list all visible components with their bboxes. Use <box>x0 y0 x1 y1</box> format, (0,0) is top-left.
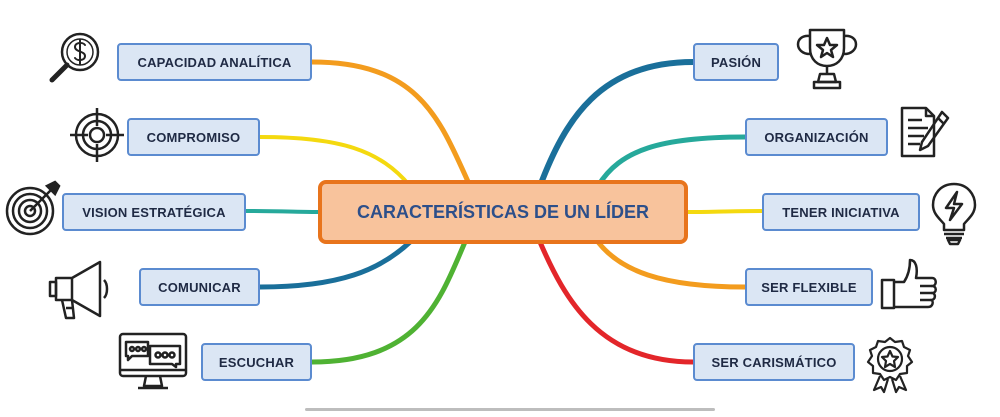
central-node: CARACTERÍSTICAS DE UN LÍDER <box>318 180 688 244</box>
node-label: TENER INICIATIVA <box>782 204 900 220</box>
target-crosshair-icon <box>68 106 126 164</box>
node-label: COMUNICAR <box>158 279 241 295</box>
node-capacidad-analitica: CAPACIDAD ANALÍTICA <box>117 43 312 81</box>
node-pasion: PASIÓN <box>693 43 779 81</box>
megaphone-icon <box>48 258 110 324</box>
magnifier-dollar-icon <box>42 28 106 92</box>
document-pen-icon <box>898 106 950 160</box>
branch-ser-flexible <box>595 239 748 290</box>
thumbs-up-icon <box>880 256 940 312</box>
branch-escuchar <box>309 239 468 365</box>
branch-organizacion <box>595 134 748 189</box>
target-arrow-icon <box>3 180 61 238</box>
node-vision-estrategica: VISION ESTRATÉGICA <box>62 193 246 231</box>
central-node-label: CARACTERÍSTICAS DE UN LÍDER <box>356 201 649 222</box>
lightbulb-bolt-icon <box>930 182 978 246</box>
node-label: PASIÓN <box>710 54 762 70</box>
node-label: COMPROMISO <box>146 129 241 145</box>
node-label: ORGANIZACIÓN <box>764 129 869 145</box>
node-label: SER CARISMÁTICO <box>711 354 837 370</box>
node-ser-flexible: SER FLEXIBLE <box>745 268 873 306</box>
trophy-icon <box>792 26 862 92</box>
node-label: SER FLEXIBLE <box>761 279 857 295</box>
branch-tener-iniciativa <box>686 209 764 214</box>
node-label: ESCUCHAR <box>218 354 295 370</box>
bottom-scrollbar-track <box>305 408 715 411</box>
branch-vision-estrategica <box>244 209 322 214</box>
branch-comunicar <box>257 239 413 290</box>
node-compromiso: COMPROMISO <box>127 118 260 156</box>
branch-compromiso <box>258 135 412 188</box>
branch-pasion <box>537 59 696 189</box>
node-escuchar: ESCUCHAR <box>201 343 312 381</box>
node-label: CAPACIDAD ANALÍTICA <box>137 54 292 70</box>
node-ser-carismatico: SER CARISMÁTICO <box>693 343 855 381</box>
node-label: VISION ESTRATÉGICA <box>82 204 226 220</box>
node-tener-iniciativa: TENER INICIATIVA <box>762 193 920 231</box>
monitor-chat-icon <box>118 332 188 392</box>
branch-ser-carismatico <box>537 239 696 365</box>
node-comunicar: COMUNICAR <box>139 268 260 306</box>
award-badge-icon <box>862 336 918 394</box>
node-organizacion: ORGANIZACIÓN <box>745 118 888 156</box>
branch-capacidad-analitica <box>309 59 473 189</box>
